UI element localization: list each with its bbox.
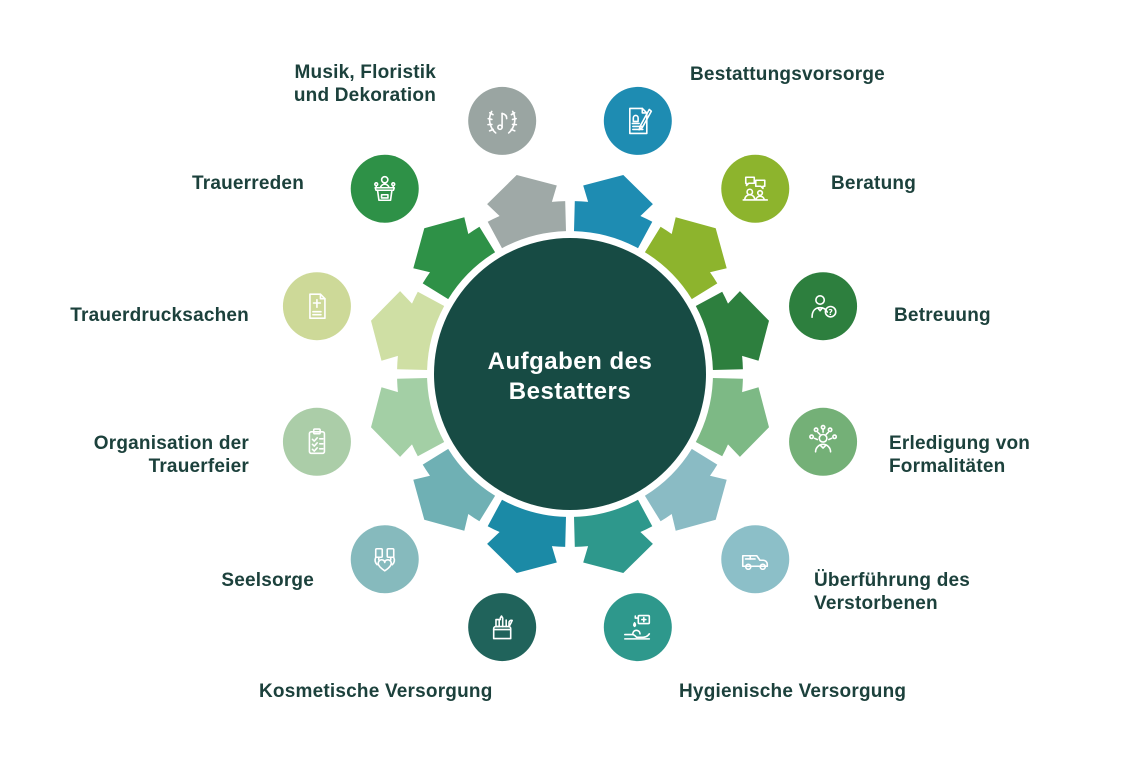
contract-pen-icon [603,86,672,155]
hearse-icon [721,525,790,594]
svg-text:?: ? [828,308,833,317]
label-hygienische-versorgung: Hygienische Versorgung [679,681,907,702]
label-beratung: Beratung [831,173,916,194]
segment-person-question [695,291,769,370]
person-contacts-icon [789,407,858,476]
person-question-icon: ? [789,272,858,341]
label-musik-floristik-und-dekoration: Musik, Floristik und Dekoration [293,62,436,107]
laurel-wreath-music-icon [468,86,537,155]
label-trauerdrucksachen: Trauerdrucksachen [70,305,249,326]
segment-hands-heart [413,448,496,531]
label-ueberfuehrung-des-verstorbenen: Überführung des Verstorbenen [814,570,971,615]
segment-laurel-wreath-music [487,175,566,249]
label-kosmetische-versorgung: Kosmetische Versorgung [259,681,493,702]
label-organisation-der-trauerfeier: Organisation der Trauerfeier [93,433,249,478]
center-title: Aufgaben des Bestatters [487,348,653,406]
hands-heart-icon [350,525,419,594]
cosmetics-bag-icon [468,593,537,662]
segment-hand-sanitizer [574,499,653,573]
memorial-card-icon [282,272,351,341]
label-trauerreden: Trauerreden [191,173,304,194]
segment-person-contacts [695,378,769,457]
speaker-podium-icon [350,154,419,223]
segment-contract-pen [574,175,653,249]
label-erledigung-von-formalitaeten: Erledigung von Formalitäten [889,433,1031,478]
segment-hearse [644,448,727,531]
segment-memorial-card [371,291,445,370]
segment-cosmetics-bag [487,499,566,573]
label-bestattungsvorsorge: Bestattungsvorsorge [690,64,885,85]
segment-conversation [644,217,727,300]
center-circle [434,238,706,510]
segment-clipboard-checklist [371,378,445,457]
label-seelsorge: Seelsorge [221,570,314,591]
clipboard-checklist-icon [282,407,351,476]
conversation-icon [721,154,790,223]
label-betreuung: Betreuung [894,305,991,326]
segment-speaker-podium [413,217,496,300]
hand-sanitizer-icon [603,593,672,662]
